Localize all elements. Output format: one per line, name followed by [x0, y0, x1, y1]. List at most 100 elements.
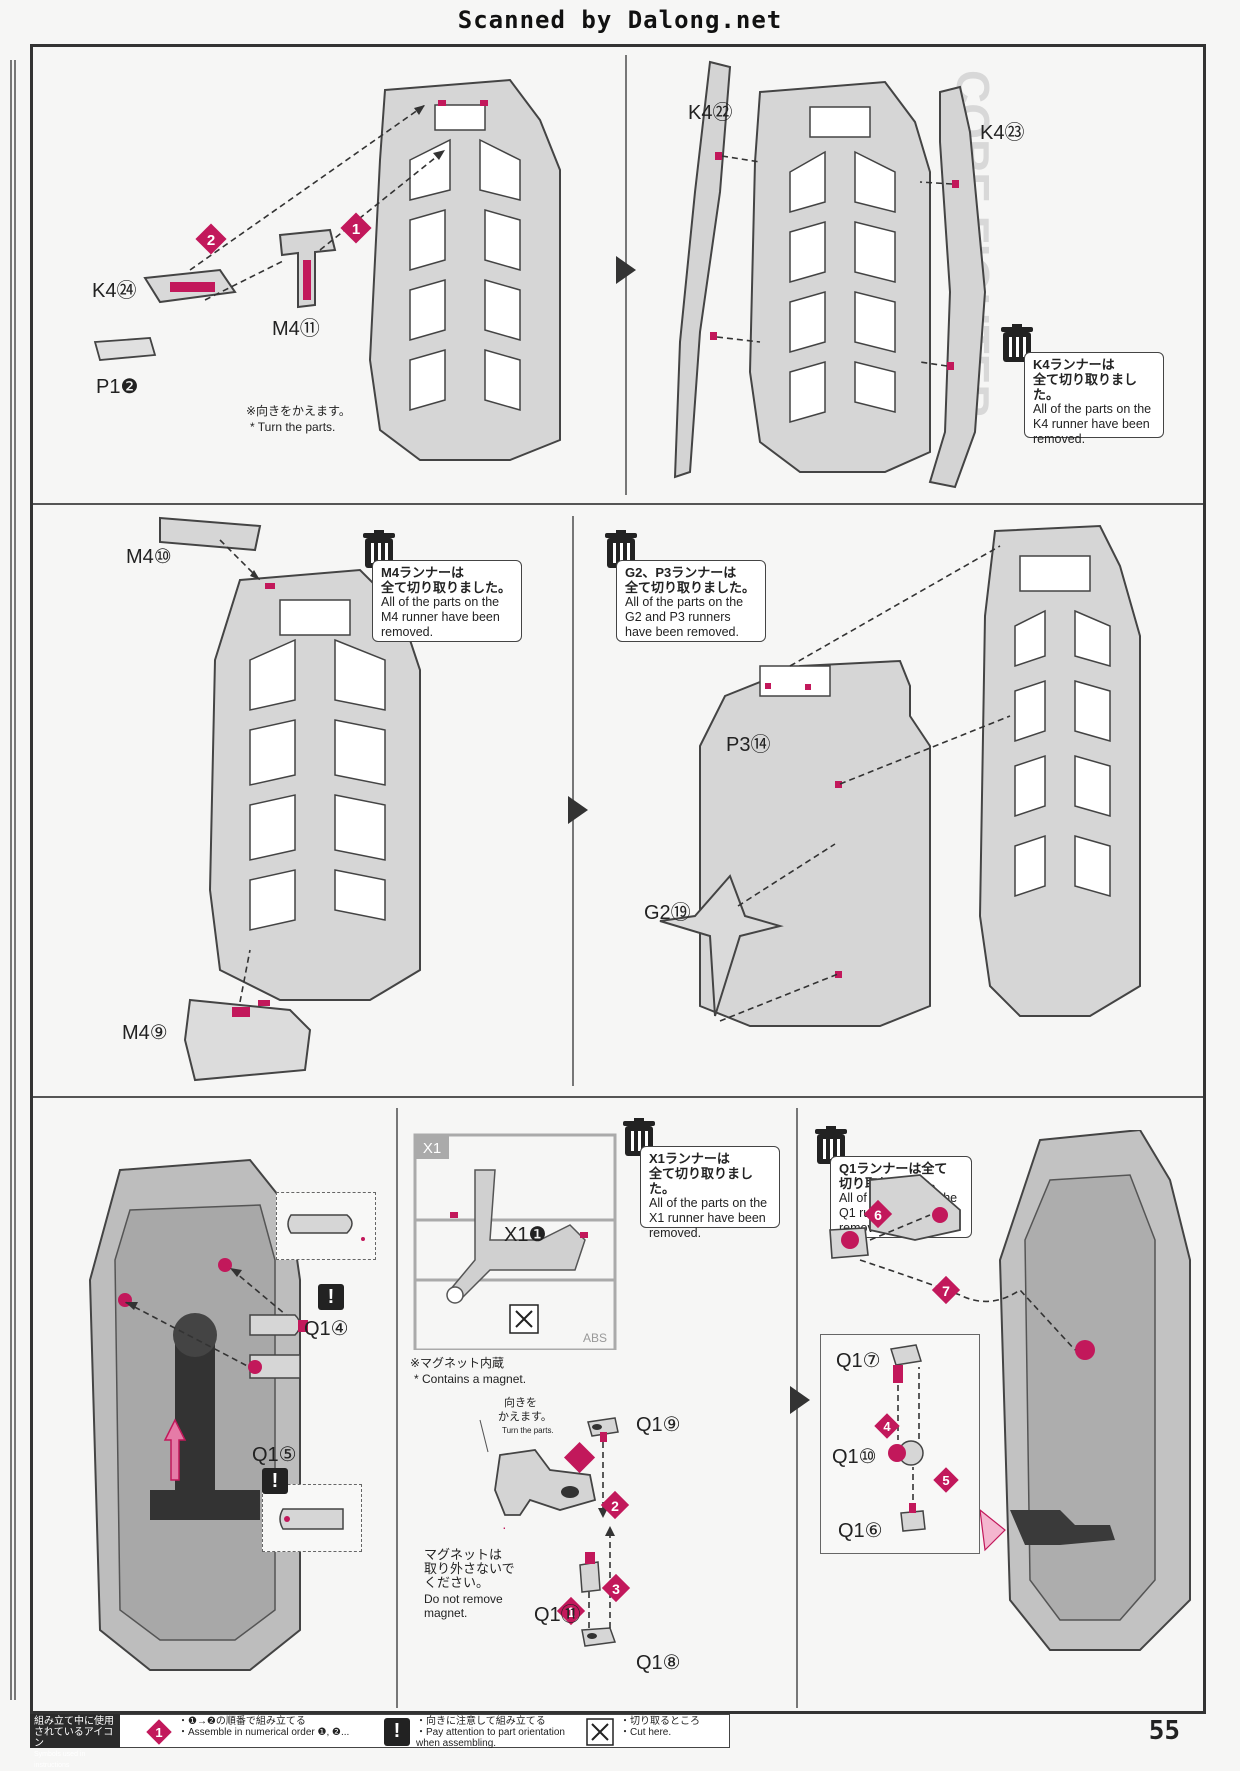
part-label-q1-7: Q1⑦ [836, 1350, 881, 1372]
runner-note-g2-p3-en-3: have been removed. [625, 625, 739, 639]
legend-cut-jp: ・切り取るところ [620, 1716, 700, 1727]
turn-note-en: Turn the parts. [502, 1426, 554, 1435]
row1-bottom-line [33, 503, 1203, 505]
step7-assembly-diagram: 6 7 [829, 1130, 1191, 1651]
legend-orient-jp: ・向きに注意して組み立てる [416, 1716, 546, 1727]
runner-note-x1-en-2: X1 runner have been [649, 1211, 766, 1225]
part-label-g2-19: G2⑲ [644, 902, 691, 924]
part-label-q1-9: Q1⑨ [636, 1414, 681, 1436]
step5-callout-bottom [262, 1484, 362, 1552]
page-number: 55 [1148, 1716, 1180, 1746]
part-label-x1-1: X1❶ [504, 1224, 547, 1246]
part-label-m4-10: M4⑩ [126, 546, 172, 568]
runner-note-k4-jp-2: 全て切り取りました。 [1033, 372, 1138, 402]
part-label-q1-6: Q1⑥ [838, 1520, 883, 1542]
step6-order-badge-2: 2 [611, 1498, 619, 1514]
row3-divider-1 [396, 1108, 398, 1708]
no-remove-jp-2: 取り外さないで [424, 1561, 515, 1576]
page-frame [30, 44, 1206, 1714]
orientation-warning-icon: ! [262, 1468, 288, 1494]
step7-order-badge-5: 5 [942, 1473, 949, 1488]
legend-order-en: ・Assemble in numerical order ❶, ❷... [178, 1727, 350, 1738]
step4-frame-diagram [659, 524, 1141, 1027]
runner-note-m4-jp-1: M4ランナーは [381, 565, 465, 580]
runner-note-g2-p3-en-1: All of the parts on the [625, 595, 744, 609]
turn-note-en: * Turn the parts. [250, 420, 336, 434]
step5-callout-top [276, 1192, 376, 1260]
legend-orient-en-2: when assembling. [416, 1738, 497, 1749]
runner-note-m4-en-1: All of the parts on the [381, 595, 500, 609]
runner-note-x1-en-3: removed. [649, 1226, 702, 1240]
step7-callout: 4 5 [820, 1334, 980, 1554]
part-label-q1-8: Q1⑧ [636, 1652, 681, 1674]
step7-order-badge-7: 7 [942, 1283, 950, 1299]
legend-title-en: Symbols used in instructions [34, 1751, 86, 1769]
svg-text:·: · [502, 1519, 507, 1535]
cut-icon [586, 1718, 614, 1746]
runner-note-x1-en-1: All of the parts on the [649, 1196, 768, 1210]
scan-credit: Scanned by Dalong.net [457, 6, 783, 34]
part-label-q1-4: Q1④ [304, 1318, 349, 1340]
runner-note-g2-p3: G2、P3ランナーは 全て切り取りました。 All of the parts o… [616, 560, 766, 642]
runner-note-m4-jp-2: 全て切り取りました。 [381, 580, 512, 595]
step1-order-badge-1: 1 [352, 221, 360, 238]
turn-note-jp-1: 向きを [504, 1397, 537, 1409]
legend-title: 組み立て中に使用 されているアイコン Symbols used in instr… [30, 1714, 120, 1769]
step6-assembly-diagram: · 2 3 1 [479, 1417, 631, 1647]
next-step-arrow-3 [790, 1386, 810, 1414]
step7-order-badge-6: 6 [874, 1207, 882, 1223]
runner-note-m4-en-3: removed. [381, 625, 434, 639]
runner-note-k4-en-1: All of the parts on the [1033, 402, 1152, 416]
orientation-warning-icon: ! [318, 1284, 344, 1310]
page-side-rail [10, 60, 16, 1700]
runner-note-k4: K4ランナーは 全て切り取りました。 All of the parts on t… [1024, 352, 1164, 446]
orientation-icon: ! [384, 1718, 410, 1746]
order-icon: 1 [146, 1719, 172, 1745]
no-remove-en-1: Do not remove [424, 1592, 503, 1606]
no-remove-en-2: magnet. [424, 1606, 468, 1620]
runner-note-g2-p3-jp-2: 全て切り取りました。 [625, 580, 756, 595]
legend-orient-en-1: ・Pay attention to part orientation [416, 1727, 565, 1738]
legend-title-jp-2: されているアイコン [34, 1727, 114, 1749]
runner-note-m4: M4ランナーは 全て切り取りました。 All of the parts on t… [372, 560, 522, 642]
magnet-note-en: * Contains a magnet. [414, 1372, 527, 1386]
part-label-m4-11: M4⑪ [272, 318, 320, 340]
legend-order: ・❶→❷の順番で組み立てる ・Assemble in numerical ord… [178, 1716, 349, 1738]
step3-frame-diagram [159, 516, 421, 1082]
runner-note-g2-p3-jp-1: G2、P3ランナーは [625, 565, 737, 580]
part-label-p3-14: P3⑭ [726, 734, 771, 756]
step5-callout-bottom-part [279, 1508, 344, 1530]
no-remove-jp-1: マグネットは [424, 1547, 503, 1562]
turn-note-jp-2: かえます。 [498, 1411, 552, 1423]
part-label-q1-5: Q1⑤ [252, 1444, 297, 1466]
runner-note-x1: X1ランナーは 全て切り取りました。 All of the parts on t… [640, 1146, 780, 1240]
runner-note-x1-jp-1: X1ランナーは [649, 1151, 730, 1166]
runner-note-k4-en-2: K4 runner have been [1033, 417, 1150, 431]
runner-note-q1-jp-1: Q1ランナーは全て [839, 1161, 948, 1176]
no-remove-jp-3: ください。 [424, 1575, 490, 1590]
step2-frame-diagram [673, 60, 987, 489]
step1-order-badge-2: 2 [207, 232, 215, 249]
runner-tag: X1 [423, 1140, 441, 1157]
part-label-k4-22: K4㉒ [688, 102, 733, 124]
runner-note-k4-jp-1: K4ランナーは [1033, 357, 1115, 372]
runner-note-x1-jp-2: 全て切り取りました。 [649, 1166, 754, 1196]
part-label-k4-24: K4㉔ [92, 280, 137, 302]
next-step-arrow-1 [616, 256, 636, 284]
part-label-m4-9: M4⑨ [122, 1022, 168, 1044]
svg-text:1: 1 [155, 1725, 162, 1740]
next-step-arrow-2 [568, 796, 588, 824]
runner-note-g2-p3-en-2: G2 and P3 runners [625, 610, 731, 624]
step5-frame-diagram [88, 1158, 308, 1671]
magnet-note-jp: ※マグネット内蔵 [410, 1356, 505, 1370]
step6-order-badge-3: 3 [612, 1581, 620, 1597]
legend-title-jp-1: 組み立て中に使用 [34, 1716, 114, 1727]
legend-cut: ・切り取るところ ・Cut here. [620, 1716, 700, 1738]
part-label-q1-11: Q1⑪ [534, 1604, 581, 1626]
part-label-q1-10: Q1⑩ [832, 1446, 877, 1468]
legend-order-jp: ・❶→❷の順番で組み立てる [178, 1716, 306, 1727]
legend-orientation: ・向きに注意して組み立てる ・Pay attention to part ori… [416, 1716, 565, 1749]
step6-order-badge-1: 1 [567, 1604, 575, 1620]
part-label-k4-23: K4㉓ [980, 122, 1025, 144]
runner-note-k4-en-3: removed. [1033, 432, 1086, 446]
